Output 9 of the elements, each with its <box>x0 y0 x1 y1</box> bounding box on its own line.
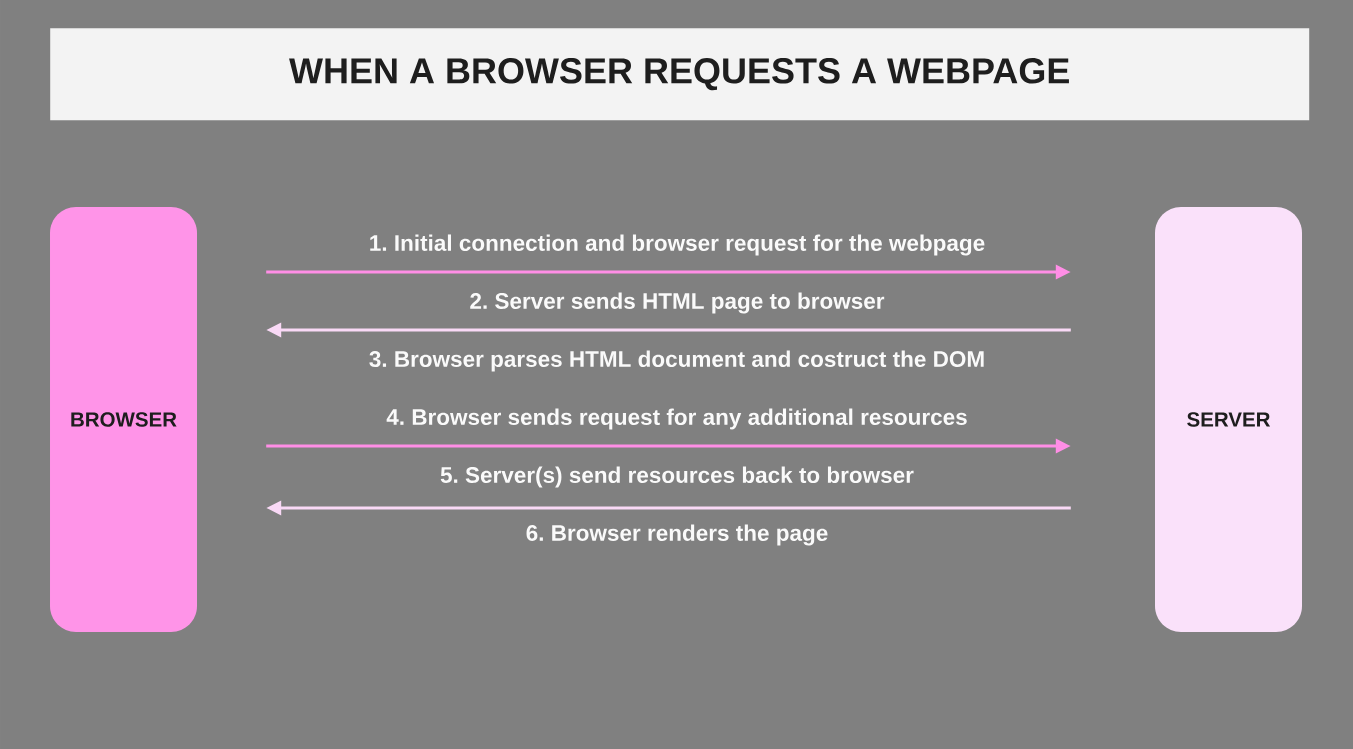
edge-label: 5. Server(s) send resources back to browser <box>438 464 916 490</box>
edge-label: 4. Browser sends request for any additional resources <box>384 406 970 432</box>
step-text: 6. Browser renders the page <box>526 524 828 546</box>
title-banner: WHEN A BROWSER REQUESTS A WEBPAGE <box>50 28 1310 121</box>
edge-label: 1. Initial connection and browser request for the webpage <box>366 232 988 258</box>
step-text: 3. Browser parses HTML document and costruct the DOM <box>369 350 984 372</box>
participant-box: SERVER <box>1155 207 1302 632</box>
participant-box: BROWSER <box>50 207 197 632</box>
edge-label: 2. Server sends HTML page to browser <box>467 290 887 316</box>
